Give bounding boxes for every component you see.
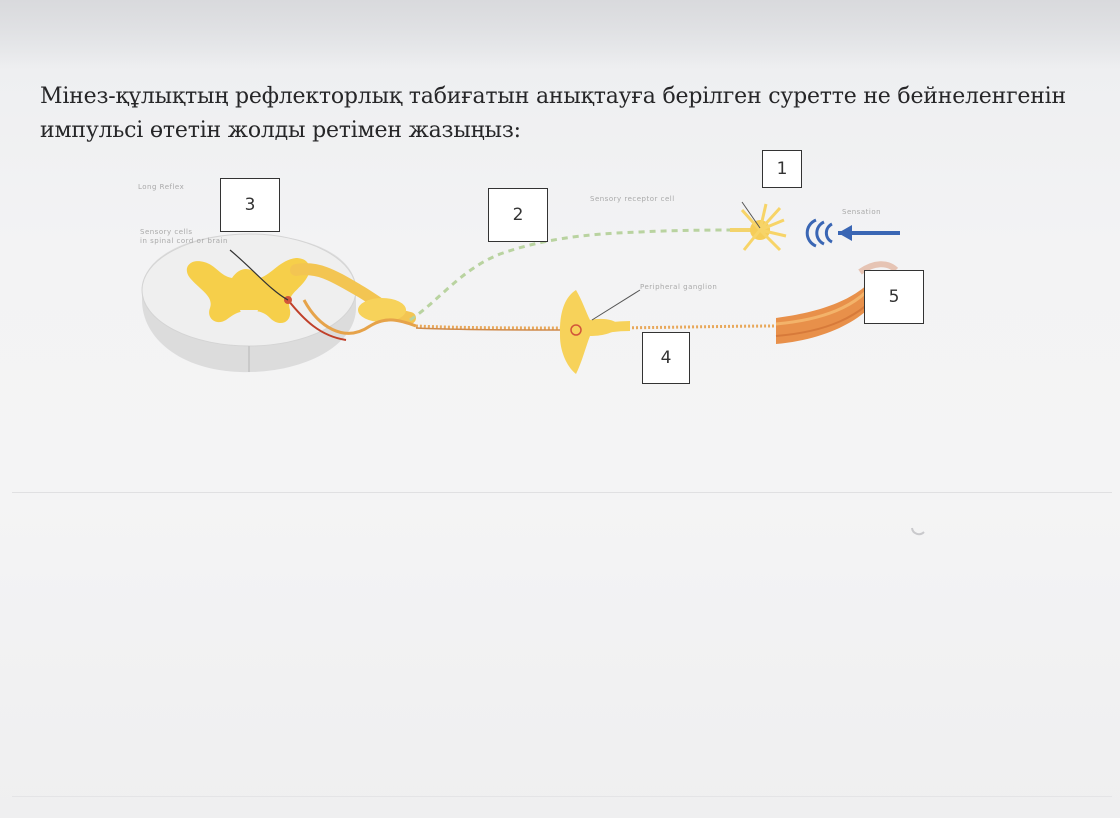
sensation-label: Sensation	[842, 208, 882, 216]
reflex-diagram: Long Reflex Sensory cells in spinal cord…	[120, 150, 940, 400]
sensory-cells-label-line-1: Sensory cells	[140, 228, 193, 236]
loading-spinner-icon	[911, 527, 925, 536]
card-bottom-border	[12, 796, 1112, 797]
number-box-3: 3	[220, 178, 280, 232]
sensory-neuron-fiber	[409, 228, 751, 322]
sensory-receptor-cell	[730, 201, 787, 252]
question-text: Мінез-құлықтың рефлекторлық табиғатын ан…	[40, 80, 1120, 150]
card-divider	[12, 492, 1112, 493]
number-box-1: 1	[762, 150, 802, 188]
receptor-cell-label: Sensory receptor cell	[590, 195, 675, 203]
top-shade	[0, 0, 1120, 70]
number-box-2: 2	[488, 188, 548, 242]
number-box-5: 5	[864, 270, 924, 324]
peripheral-ganglion	[560, 289, 641, 374]
diagram-title-label: Long Reflex	[138, 183, 185, 191]
stimulus-arrow	[805, 218, 900, 248]
question-line-1: Мінез-құлықтың рефлекторлық табиғатын ан…	[40, 84, 1066, 109]
reflex-diagram-svg	[141, 201, 900, 374]
sensory-cells-label-line-2: in spinal cord or brain	[140, 237, 228, 245]
number-box-4: 4	[642, 332, 690, 384]
spinal-cord	[141, 233, 417, 373]
question-line-2: импульсі өтетін жолды ретімен жазыңыз:	[40, 118, 521, 143]
peripheral-ganglion-label: Peripheral ganglion	[640, 283, 718, 291]
